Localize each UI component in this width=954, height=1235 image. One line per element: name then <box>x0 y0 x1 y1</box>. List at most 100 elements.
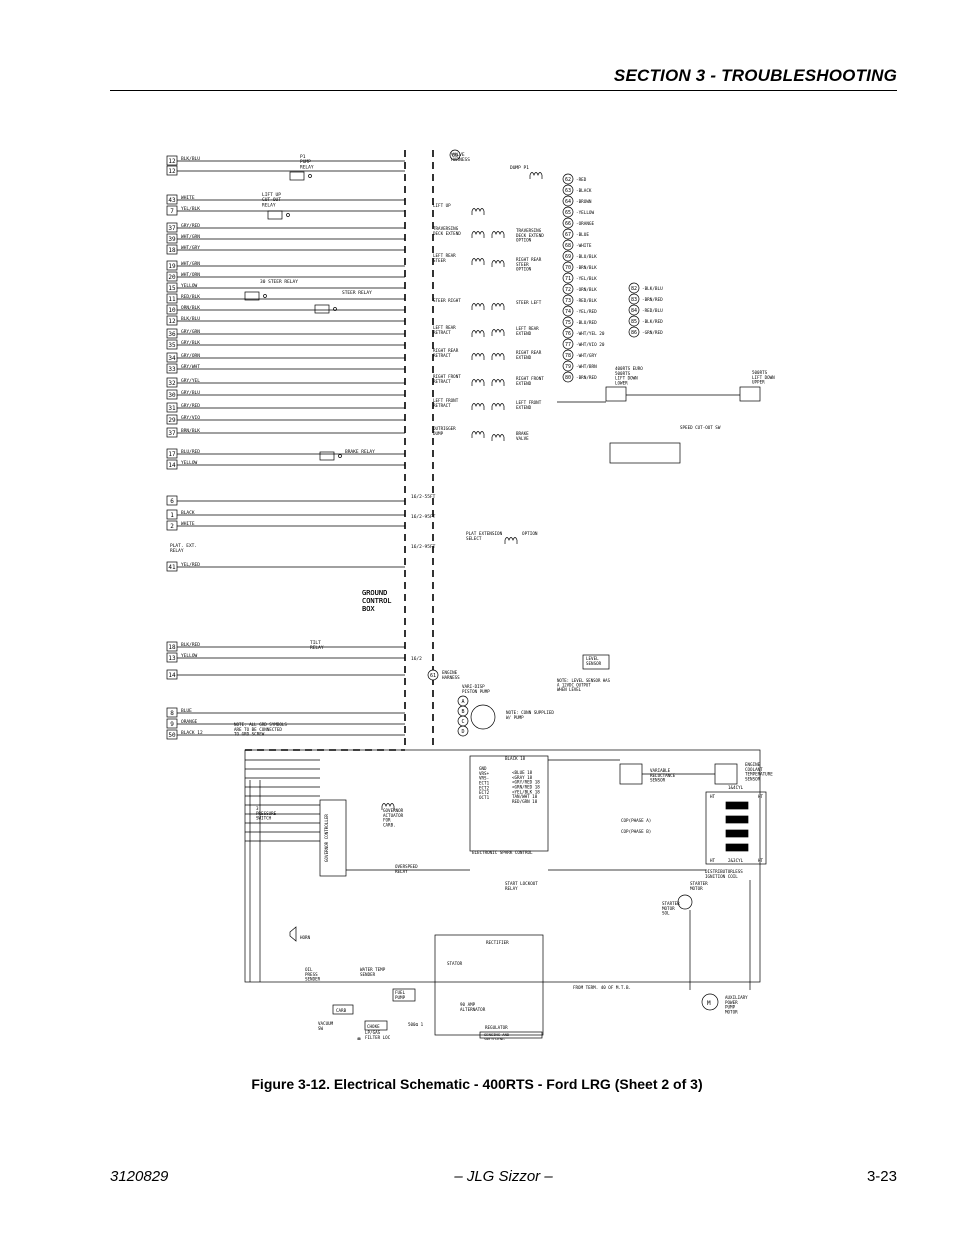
terminal-20-8-number: 20 <box>168 274 176 281</box>
color-code-71-number: 71 <box>565 276 571 282</box>
terminal-8-31-number: 8 <box>170 710 174 717</box>
color-code-68-number: 68 <box>565 243 571 249</box>
color-code-label-70: -BRN/BLK <box>576 265 597 271</box>
wire-label-13: GRY/GRN <box>181 329 200 335</box>
valve-coil-0 <box>471 208 485 215</box>
wire-label-27: YEL/RED <box>181 562 200 568</box>
terminal-36-13-number: 36 <box>168 331 176 338</box>
terminal-19-7 <box>166 260 178 271</box>
color-code-label-82: -BLK/BLU <box>642 286 663 292</box>
color-code-label-65: -YELLOW <box>576 210 595 216</box>
horn-symbol <box>289 926 297 942</box>
engine-harness-connector <box>427 669 439 681</box>
wire-label-16: GRY/WHT <box>181 364 200 370</box>
rectifier-label: RECTIFIER <box>486 940 509 945</box>
brake-relay-label: BRAKE RELAY <box>345 449 375 455</box>
color-code-84-number: 84 <box>631 308 637 314</box>
color-code-label-74: -YEL/RED <box>576 309 597 315</box>
terminal-11-10 <box>166 293 178 304</box>
color-code-label-77: -WHT/VIO 20 <box>576 342 605 348</box>
color-code-label-72: -ORN/BLK <box>576 287 597 293</box>
terminal-15-9 <box>166 282 178 293</box>
terminal-37-21 <box>166 427 178 438</box>
wire-label-4: GRY/RED <box>181 223 200 229</box>
level-sensor-box <box>582 654 610 670</box>
valve-right-coil-3 <box>491 329 505 336</box>
valve-right-coil-4 <box>491 353 505 360</box>
section-title: SECTION 3 - TROUBLESHOOTING <box>613 66 897 85</box>
document-number: 3120829 <box>110 1168 169 1185</box>
terminal-15-9-number: 15 <box>168 285 176 292</box>
color-code-63-number: 63 <box>565 188 571 194</box>
color-code-65 <box>562 206 574 218</box>
wire-label-26: WHITE <box>181 521 195 527</box>
relay-2 <box>244 291 267 301</box>
color-code-72-number: 72 <box>565 287 571 293</box>
color-code-79 <box>562 360 574 372</box>
terminal-30-18-number: 30 <box>168 392 176 399</box>
wire-label-17: GRY/YEL <box>181 378 200 384</box>
color-code-label-78: -WHT/GRY <box>576 353 597 359</box>
terminal-18-6 <box>166 244 178 255</box>
ht-label-2: HT <box>758 794 764 799</box>
terminal-12-0-number: 12 <box>168 158 176 165</box>
terminal-1-25 <box>166 509 178 520</box>
terminal-33-16 <box>166 363 178 374</box>
color-code-66 <box>562 217 574 229</box>
color-code-72 <box>562 283 574 295</box>
wire-label-12: BLK/BLU <box>181 316 200 322</box>
color-code-84 <box>628 304 640 316</box>
terminal-13-29 <box>166 652 178 663</box>
valve-coil-8 <box>471 431 485 438</box>
coil-winding-1 <box>725 815 749 824</box>
terminal-36-13 <box>166 328 178 339</box>
choke-box <box>364 1020 388 1031</box>
cable-label-1: 16/2-55FT <box>411 494 436 500</box>
terminal-37-4-number: 37 <box>168 225 176 232</box>
ht-label-3: HT <box>710 858 716 863</box>
wire-label-6: WHT/GRY <box>181 245 200 251</box>
steer-relay-label: STEER RELAY <box>342 290 372 296</box>
terminal-12-12-number: 12 <box>168 318 176 325</box>
color-code-80-number: 80 <box>565 375 571 381</box>
reluctance-sensor <box>619 763 643 785</box>
wire-label-15: GRY/ORN <box>181 353 200 359</box>
sensing-label: SENSING ANDSWITCHINGCIRCUITS <box>484 1032 510 1040</box>
terminal-9-32-number: 9 <box>170 721 174 728</box>
color-code-label-71: -YEL/BLK <box>576 276 597 282</box>
coolant-sensor <box>714 763 738 785</box>
terminal-6-24 <box>166 495 178 506</box>
cable-label-3: 16/2-95FT <box>411 544 436 550</box>
terminal-32-17-number: 32 <box>168 380 176 387</box>
valve-coil-7 <box>471 403 485 410</box>
steer-relay-30-label: 30 STEER RELAY <box>260 279 298 285</box>
terminal-18-28-number: 18 <box>168 644 176 651</box>
color-code-77 <box>562 338 574 350</box>
wire-label-8: WHT/ORN <box>181 272 200 278</box>
terminal-2-26-number: 2 <box>170 523 174 530</box>
sensing-box <box>479 1031 543 1039</box>
terminal-10-11 <box>166 304 178 315</box>
coil-winding-2 <box>725 829 749 838</box>
valve-label-3: STEER RIGHT <box>433 298 461 303</box>
color-code-64 <box>562 195 574 207</box>
wire-label-18: GRY/BLU <box>181 390 200 396</box>
